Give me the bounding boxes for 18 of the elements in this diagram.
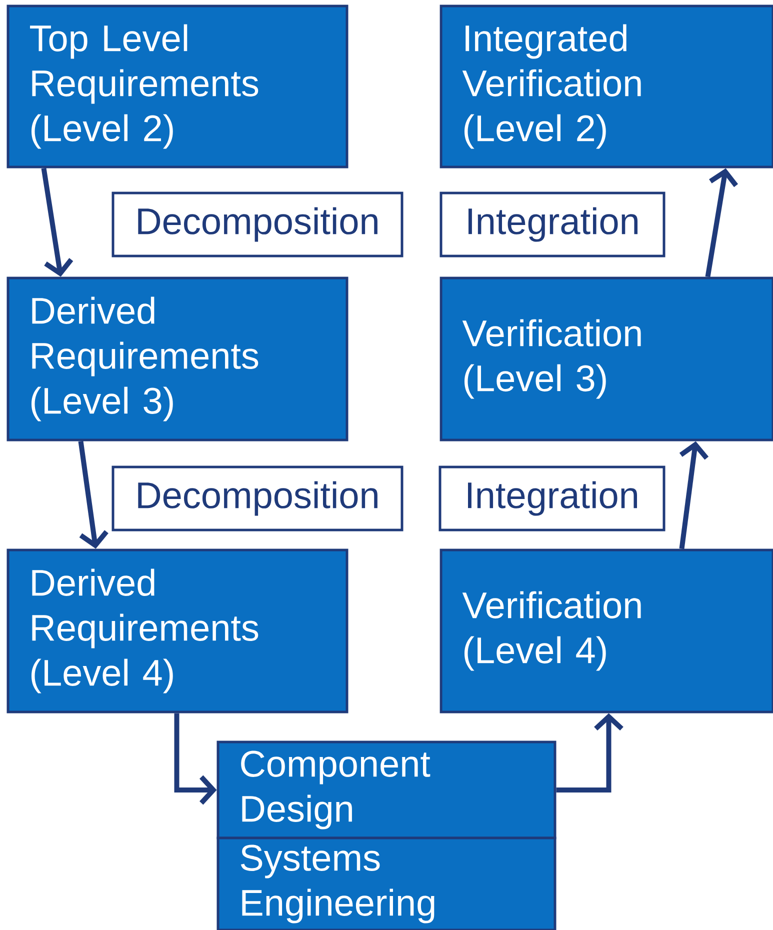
design-box: Component Design <box>216 740 556 840</box>
verification-box: Verification (Level 4) <box>440 548 773 714</box>
arrow <box>679 441 709 550</box>
step-label-box: Integration <box>440 192 666 258</box>
verification-box: Verification (Level 3) <box>440 276 773 442</box>
requirement-box: Derived Requirements (Level 4) <box>6 548 348 714</box>
step-label-box: Decomposition <box>112 466 404 532</box>
design-box: Systems Engineering <box>216 836 556 930</box>
arrow <box>174 713 217 805</box>
step-label-box: Decomposition <box>112 192 404 258</box>
arrow <box>78 440 108 549</box>
arrow <box>556 713 624 792</box>
arrow <box>41 168 74 277</box>
step-label-box: Integration <box>438 466 666 532</box>
requirement-box: Top Level Requirements (Level 2) <box>6 4 348 168</box>
arrow <box>705 168 738 278</box>
verification-box: Integrated Verification (Level 2) <box>440 4 773 168</box>
requirement-box: Derived Requirements (Level 3) <box>6 276 348 442</box>
